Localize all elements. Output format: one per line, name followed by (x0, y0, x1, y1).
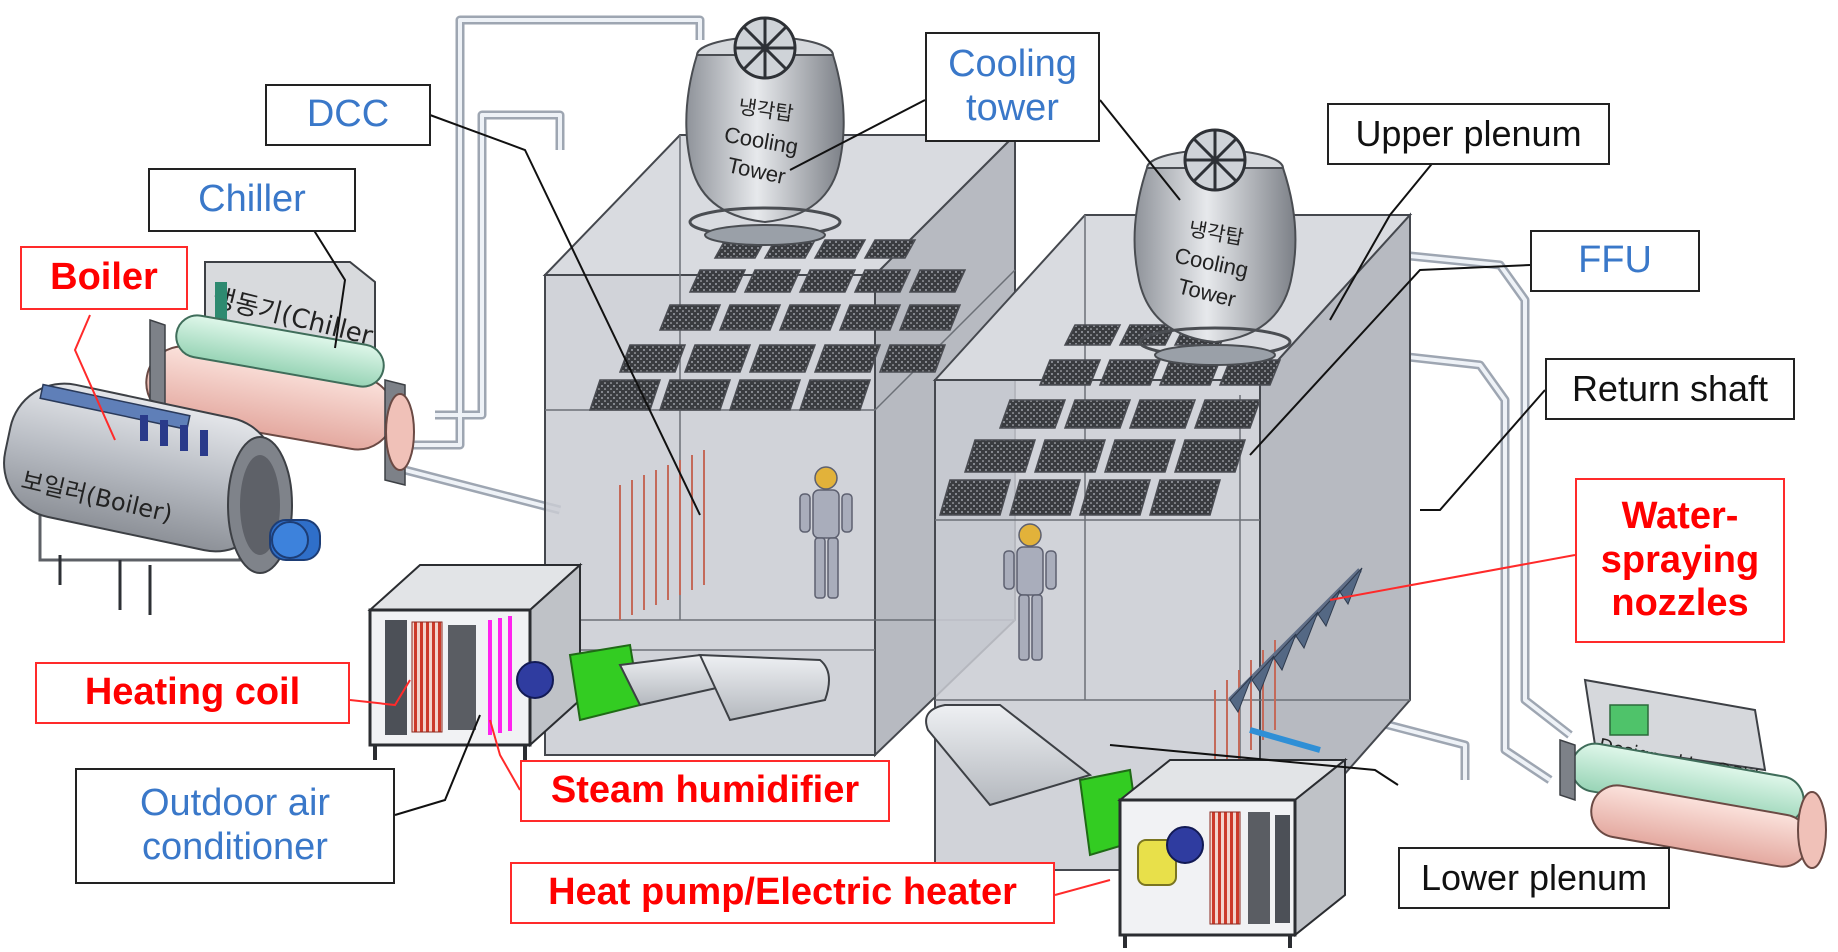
label-steam-humidifier: Steam humidifier (520, 760, 890, 822)
dcc-coil-left (619, 450, 705, 620)
chiller-left: 냉동기(Chiller (145, 261, 415, 486)
label-outdoor-air-conditioner: Outdoor air conditioner (75, 768, 395, 884)
label-cooling-tower: Cooling tower (925, 32, 1100, 142)
chiller-right: Designed by 유경훈 (1559, 678, 1827, 869)
label-dcc: DCC (265, 84, 431, 146)
ffu-grid-left (588, 239, 967, 411)
label-return-shaft: Return shaft (1545, 358, 1795, 420)
cooling-tower-left: 냉각탑 Cooling Tower (685, 16, 845, 246)
person-right (1003, 523, 1057, 661)
ahu-left (367, 562, 830, 760)
person-left (799, 466, 853, 599)
cooling-tower-right: 냉각탑 Cooling Tower (1133, 128, 1297, 366)
leader-lines-red (73, 314, 1576, 896)
ahu-right (925, 704, 1348, 948)
label-water-spraying-nozzles: Water- spraying nozzles (1575, 478, 1785, 643)
label-chiller: Chiller (148, 168, 356, 232)
label-upper-plenum: Upper plenum (1327, 103, 1610, 165)
label-heating-coil: Heating coil (35, 662, 350, 724)
label-boiler: Boiler (20, 246, 188, 310)
label-heat-pump-electric-heater: Heat pump/Electric heater (510, 862, 1055, 924)
label-ffu: FFU (1530, 230, 1700, 292)
leader-lines-black (294, 99, 1546, 816)
label-lower-plenum: Lower plenum (1398, 847, 1670, 909)
ffu-grid-right (939, 324, 1282, 516)
